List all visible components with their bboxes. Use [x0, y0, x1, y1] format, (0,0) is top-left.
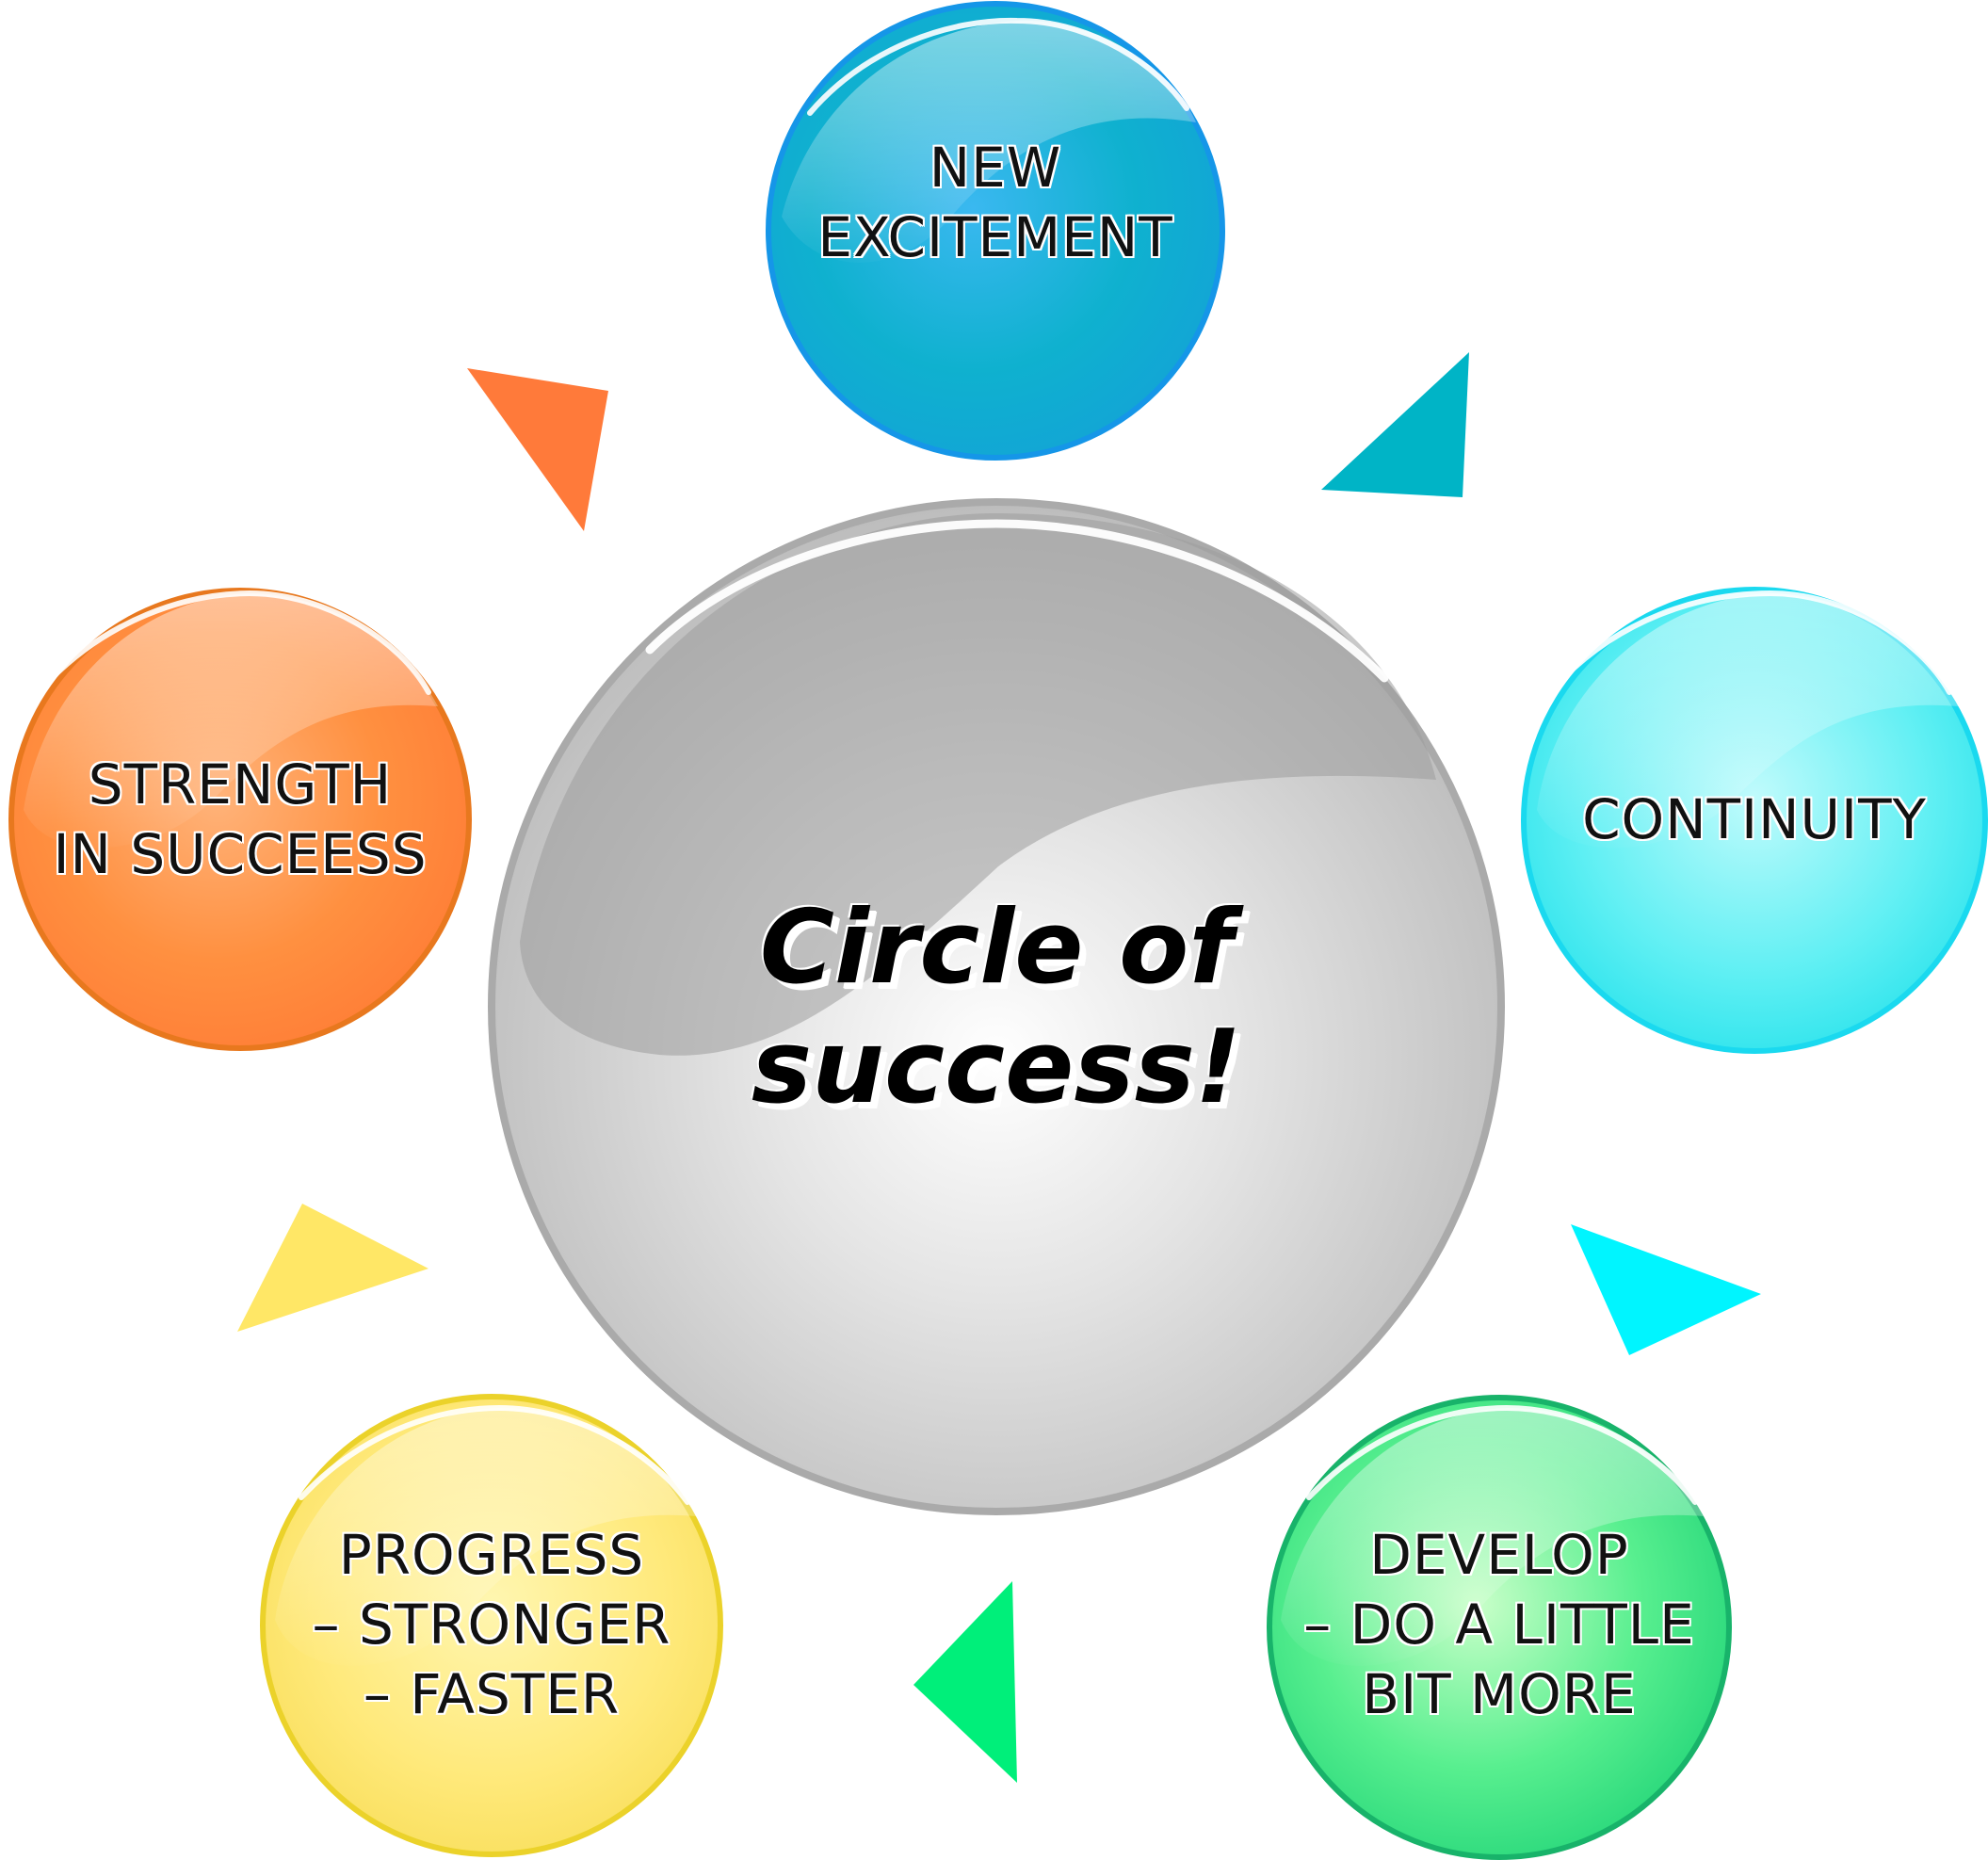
node-label-line: IN SUCCEESS	[53, 822, 428, 886]
arrow-bottom	[913, 1581, 1017, 1783]
node-label-line: BIT MORE	[1362, 1662, 1637, 1727]
center-title: Circle of success!	[667, 866, 1326, 1149]
node-label-progress: PROGRESS – STRONGER – FASTER	[266, 1502, 718, 1747]
arrow-top-left	[467, 368, 608, 531]
node-label-develop: DEVELOP – DO A LITTLE BIT MORE	[1273, 1502, 1725, 1747]
node-label-strength: STRENGTH IN SUCCEESS	[24, 725, 457, 914]
arrow-left	[237, 1204, 428, 1332]
arrow-right	[1571, 1224, 1761, 1355]
center-title-line-2: success!	[751, 1009, 1242, 1126]
node-label-line: NEW	[929, 135, 1062, 200]
node-label-line: EXCITEMENT	[817, 205, 1173, 269]
node-label-line: STRENGTH	[88, 752, 393, 817]
node-label-line: PROGRESS	[338, 1522, 645, 1587]
node-label-line: – DO A LITTLE	[1303, 1592, 1695, 1657]
arrow-top-right	[1321, 352, 1469, 497]
node-label-line: CONTINUITY	[1582, 786, 1927, 851]
node-label-line: – FASTER	[363, 1662, 621, 1727]
node-progress	[260, 1394, 723, 1857]
node-label-line: – STRONGER	[312, 1592, 671, 1657]
node-new-excitement	[766, 1, 1225, 461]
node-continuity	[1521, 587, 1988, 1054]
node-label-line: DEVELOP	[1369, 1522, 1629, 1587]
node-strength	[8, 588, 472, 1051]
node-label-new-excitement: NEW EXCITEMENT	[788, 113, 1203, 292]
node-develop	[1267, 1395, 1732, 1860]
center-circle	[488, 498, 1505, 1515]
center-title-line-1: Circle of	[759, 888, 1234, 1007]
node-label-continuity: CONTINUITY	[1538, 763, 1971, 876]
